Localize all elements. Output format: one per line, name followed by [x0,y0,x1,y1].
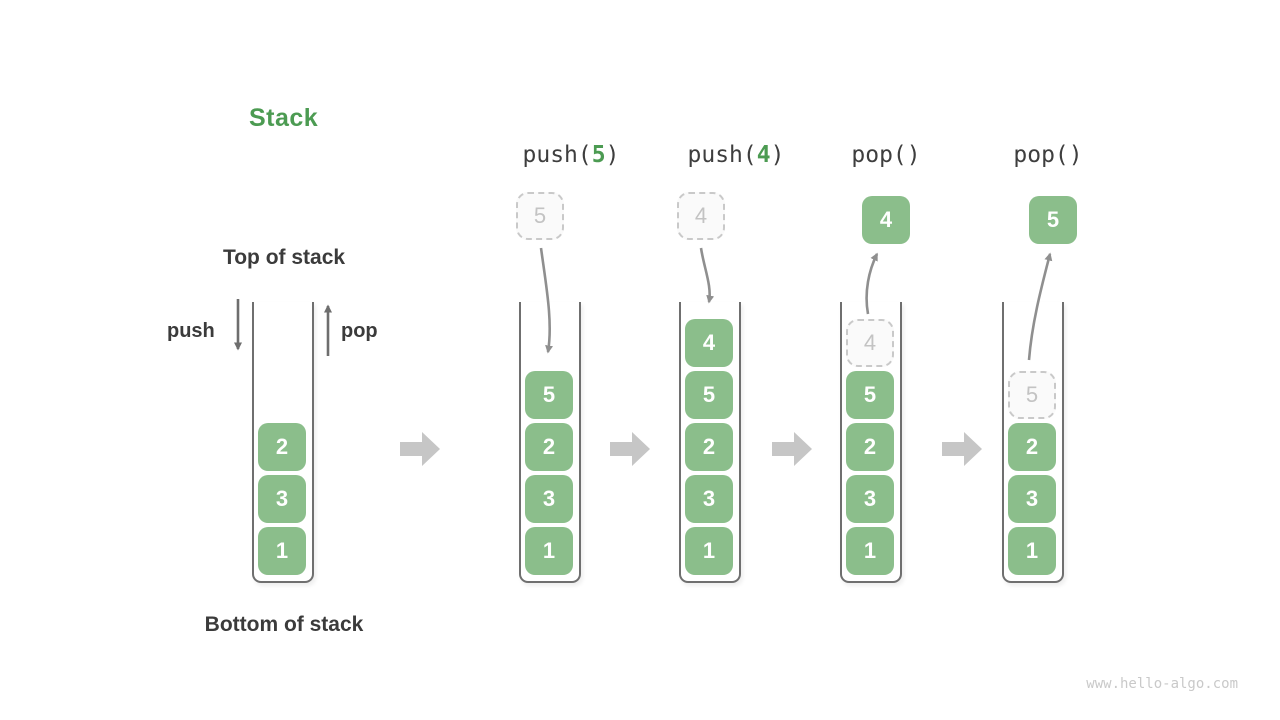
diagram-title: Stack [249,104,319,132]
stack-box: 4 [685,319,733,367]
pop-label: pop [341,320,378,342]
block-arrow-icon [400,432,440,466]
stack-box: 2 [525,423,573,471]
op-text: push( [687,142,757,168]
block-arrow-icon [942,432,982,466]
block-arrow-icon [772,432,812,466]
stack-box-ghost: 4 [846,319,894,367]
stack-box: 1 [1008,527,1056,575]
op-text: pop() [1013,142,1083,168]
op-arg: 5 [591,142,606,168]
floating-box-popped-5: 5 [1029,196,1077,244]
floating-box-ghost-4: 4 [677,192,725,240]
stack-box: 5 [846,371,894,419]
op-label-push-5: push(5) [523,142,620,168]
op-arg: 4 [756,142,771,168]
stack-box: 3 [525,475,573,523]
op-label-pop-2: pop() [1013,142,1082,168]
block-arrow-icon [610,432,650,466]
top-of-stack-label: Top of stack [222,246,346,269]
bottom-of-stack-label: Bottom of stack [204,613,364,636]
op-label-push-4: push(4) [688,142,785,168]
stack-box: 2 [258,423,306,471]
op-text: ) [605,142,620,168]
stack-box: 3 [685,475,733,523]
stack-box: 2 [846,423,894,471]
stack-box: 5 [685,371,733,419]
op-label-pop-1: pop() [851,142,920,168]
floating-box-ghost-5: 5 [516,192,564,240]
floating-box-popped-4: 4 [862,196,910,244]
stack-box: 1 [685,527,733,575]
stack-box: 3 [258,475,306,523]
push-label: push [167,320,215,342]
stack-box: 1 [258,527,306,575]
stack-box: 5 [525,371,573,419]
stack-box: 1 [846,527,894,575]
op-text: pop() [851,142,921,168]
op-text: push( [522,142,592,168]
push-4-arrow-icon [699,247,715,304]
stack-box-ghost: 5 [1008,371,1056,419]
stack-box: 2 [1008,423,1056,471]
op-text: ) [770,142,785,168]
watermark: www.hello-algo.com [1086,676,1238,692]
stack-box: 3 [846,475,894,523]
stack-box: 3 [1008,475,1056,523]
stack-box: 2 [685,423,733,471]
stack-box: 1 [525,527,573,575]
